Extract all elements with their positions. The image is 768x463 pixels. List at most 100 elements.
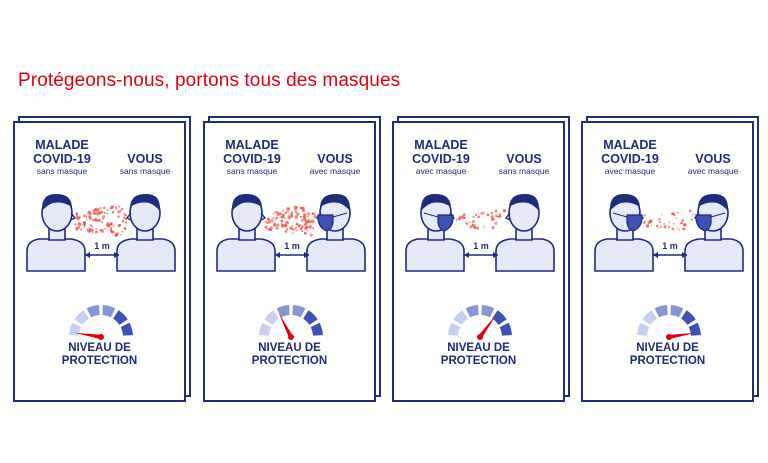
protection-title-line1: NIVEAU DE — [68, 342, 131, 354]
droplet — [94, 230, 98, 234]
droplet — [668, 221, 670, 224]
droplet — [490, 211, 493, 215]
droplet — [676, 227, 679, 229]
droplet — [117, 224, 122, 228]
droplet — [88, 229, 92, 232]
droplet — [91, 225, 94, 228]
gauge-wrap — [631, 301, 707, 346]
you-mask-status: sans masque — [119, 166, 171, 176]
droplet — [268, 227, 272, 231]
sick-mask-status: sans masque — [36, 166, 88, 176]
droplet — [276, 223, 280, 227]
droplet — [308, 220, 312, 223]
droplet — [115, 207, 118, 210]
droplet — [301, 230, 304, 233]
protection-gauge — [448, 305, 512, 340]
droplet — [651, 224, 653, 227]
droplet — [469, 225, 473, 229]
droplet — [471, 219, 475, 224]
mask-shape — [695, 214, 712, 232]
droplet — [89, 224, 93, 227]
droplet — [83, 225, 86, 228]
card-face: MALADE COVID-19 sans masque VOUS avec ma… — [203, 121, 376, 402]
gauge-segment — [264, 310, 279, 325]
gauge-segment — [310, 322, 323, 336]
droplet — [460, 215, 465, 219]
droplet — [676, 211, 679, 214]
droplet — [110, 222, 113, 225]
droplet — [462, 213, 466, 217]
droplet — [309, 233, 313, 237]
droplet — [286, 207, 291, 211]
droplet — [503, 208, 506, 212]
scenario-card: MALADE COVID-19 sans masque VOUS sans ma… — [13, 116, 191, 402]
droplet — [306, 215, 309, 218]
droplet — [678, 229, 680, 231]
droplet — [294, 210, 297, 213]
gauge-segment — [69, 322, 82, 336]
droplet — [124, 221, 127, 224]
gauge-segment — [481, 305, 495, 318]
protection-gauge — [637, 305, 701, 340]
droplet — [274, 219, 276, 221]
droplet — [680, 221, 683, 225]
droplet — [309, 224, 312, 227]
droplet — [458, 217, 461, 221]
protection-gauge — [259, 305, 323, 340]
droplet — [658, 220, 661, 223]
you-label: VOUS sans masque — [494, 152, 554, 176]
gauge-segment — [259, 322, 272, 336]
you-mask-status: avec masque — [687, 166, 739, 176]
body-shape — [116, 238, 176, 272]
distance-label: 1 m — [284, 241, 300, 251]
hair-shape — [420, 193, 451, 211]
droplet — [106, 212, 109, 215]
droplet — [266, 227, 269, 231]
sick-person-figure — [26, 193, 86, 272]
droplet — [313, 213, 316, 216]
protection-gauge — [69, 305, 133, 340]
protection-level-title: NIVEAU DE PROTECTION — [205, 342, 374, 368]
droplet — [295, 222, 299, 226]
droplet — [92, 219, 95, 222]
droplet — [124, 228, 127, 231]
card-face: MALADE COVID-19 avec masque VOUS sans ma… — [392, 121, 565, 402]
protection-title-line1: NIVEAU DE — [258, 342, 321, 354]
droplet — [101, 221, 104, 224]
droplet — [306, 222, 308, 224]
droplet — [498, 214, 502, 218]
scene-illustration: 1 m — [405, 193, 555, 272]
headline: Protégeons-nous, portons tous des masque… — [18, 70, 401, 91]
you-label: VOUS avec masque — [683, 152, 743, 176]
you-person-figure — [495, 193, 555, 272]
gauge-segment — [642, 310, 657, 325]
droplet — [480, 212, 483, 215]
droplet — [295, 229, 298, 232]
protection-level-title: NIVEAU DE PROTECTION — [15, 342, 184, 368]
droplet — [124, 218, 127, 221]
droplet — [97, 211, 102, 215]
sick-label-line2: COVID-19 — [33, 152, 91, 166]
droplet — [121, 219, 125, 223]
nose-shape — [70, 212, 77, 221]
sick-person-label: MALADE COVID-19 avec masque — [402, 138, 480, 176]
droplet — [475, 213, 477, 216]
droplet — [643, 214, 646, 217]
gauge-hub — [98, 334, 104, 340]
droplet — [276, 213, 279, 216]
distance-arrow-left — [653, 252, 658, 258]
droplet — [494, 209, 498, 213]
body-shape — [216, 238, 276, 272]
droplet — [272, 220, 274, 222]
droplet — [477, 215, 481, 218]
droplet — [472, 224, 476, 228]
droplet — [275, 216, 278, 220]
droplet — [277, 211, 279, 213]
droplet — [121, 231, 124, 233]
droplet — [304, 226, 308, 230]
sick-label-line1: MALADE — [414, 138, 468, 152]
droplet — [274, 211, 277, 214]
distance-arrow-left — [85, 252, 90, 258]
droplet — [94, 218, 98, 222]
droplet — [121, 207, 124, 211]
